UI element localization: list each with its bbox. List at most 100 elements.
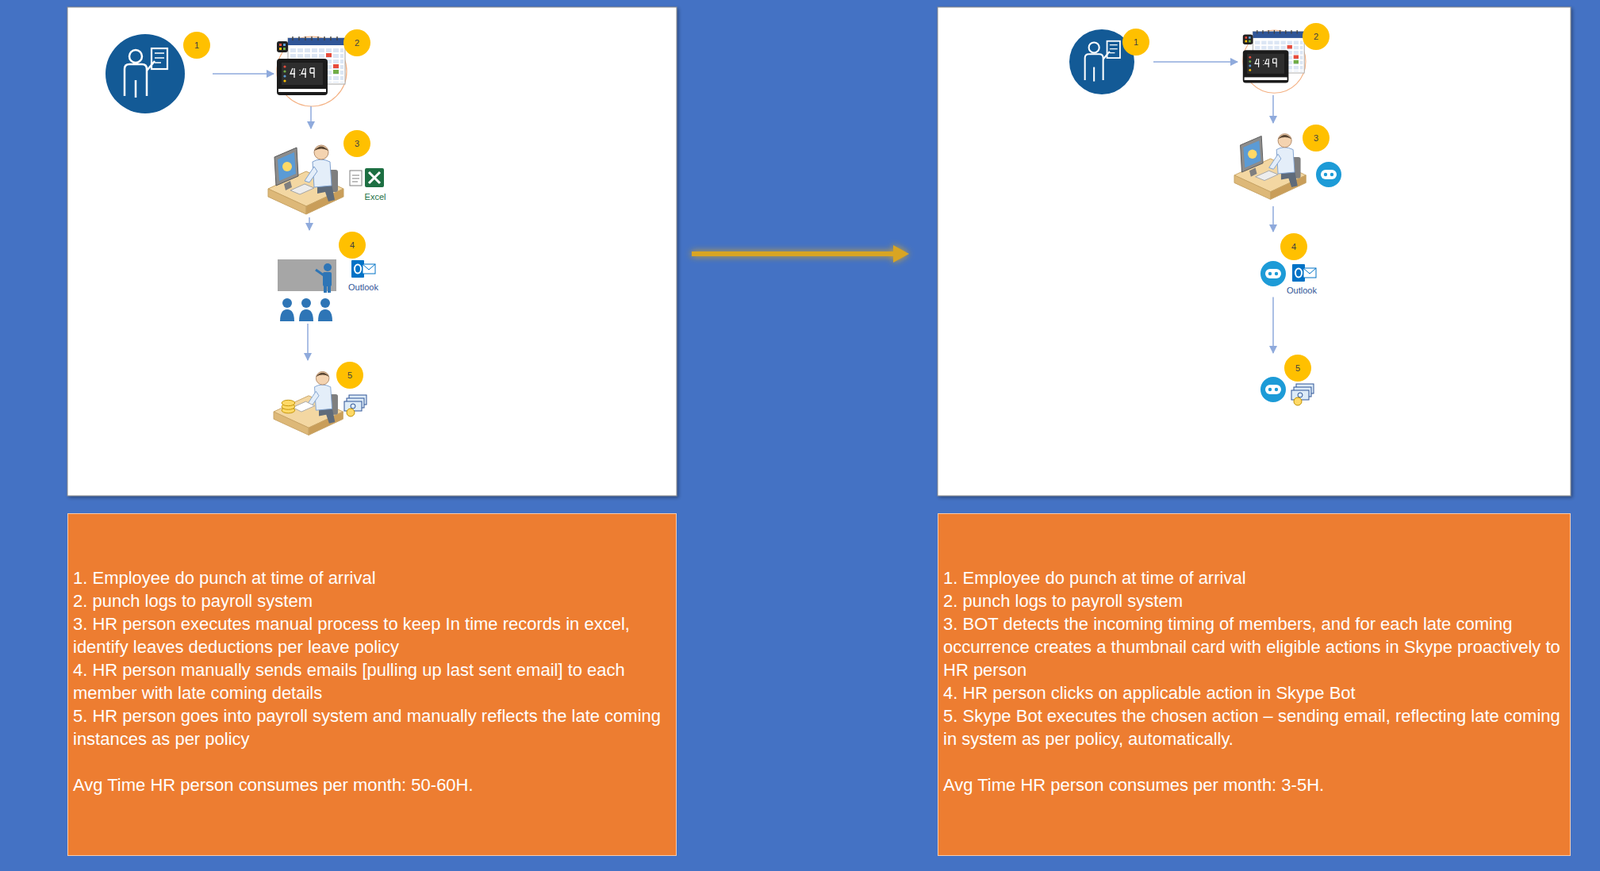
app-label: Outlook [1286, 285, 1317, 296]
flow-arrow [308, 217, 311, 231]
step-description: 3. BOT detects the incoming timing of me… [943, 612, 1564, 682]
text-holder: 1 [183, 31, 211, 59]
after-description: 1. Employee do punch at time of arrival2… [937, 513, 1571, 856]
punch-clock-step: 2 [273, 26, 374, 107]
callout-number: 5 [1284, 354, 1312, 382]
callout-number: 3 [1302, 124, 1330, 152]
meeting-icon [323, 263, 332, 272]
employee-icon [105, 34, 185, 114]
hr-computer-icon [268, 145, 344, 215]
flow-arrow [310, 106, 312, 129]
hr-computer-icon [1249, 167, 1258, 177]
meeting-icon [280, 309, 295, 322]
meeting-icon [299, 309, 314, 322]
hr-computer-icon [1247, 149, 1257, 159]
step-description: 5. Skype Bot executes the chosen action … [943, 704, 1564, 751]
text-holder: 1 [1122, 28, 1150, 56]
before-panel [67, 7, 677, 496]
text-holder: 2 [1302, 23, 1330, 50]
employee-step: 1 [1066, 26, 1154, 99]
meeting-icon [315, 269, 324, 276]
hr-computer-icon [1234, 134, 1306, 200]
step-description: 4. HR person manually sends emails [pull… [72, 658, 670, 705]
payroll-icon [273, 371, 343, 435]
step-description: 3. HR person executes manual process to … [72, 612, 670, 659]
step-description: 2. punch logs to payroll system [72, 589, 670, 613]
meeting-icon [318, 309, 333, 322]
transition-arrow [893, 245, 910, 263]
step-description: 5. HR person goes into payroll system an… [72, 704, 670, 751]
meeting-icon [282, 298, 292, 308]
step-description: 1. Employee do punch at time of arrival [943, 566, 1564, 590]
text-holder: 5 [1284, 354, 1312, 382]
hr-excel-step: 3Excel [266, 128, 389, 218]
hr-computer-icon [277, 152, 296, 181]
text-holder: Outlook [348, 282, 379, 293]
callout-number: 1 [1122, 28, 1150, 56]
before-description: 1. Employee do punch at time of arrival2… [67, 513, 677, 856]
callout-number: 2 [1302, 23, 1330, 50]
excel-icon [368, 172, 380, 184]
outlook-icon [1292, 264, 1317, 282]
money-icon [344, 395, 367, 417]
bot-email-step: 4Outlook [1258, 231, 1327, 298]
punch-clock-step: 2 [1237, 20, 1333, 96]
connectors [212, 61, 1274, 361]
hr-computer-icon [1243, 140, 1261, 168]
text-holder: 3 [343, 130, 371, 158]
payroll-step: 5 [269, 360, 381, 444]
callout-number: 5 [336, 361, 364, 389]
skype-bot-icon [1259, 260, 1287, 288]
text-holder: Outlook [1286, 285, 1317, 296]
flow-arrow [1272, 297, 1274, 354]
meeting-icon [322, 272, 332, 287]
skype-bot-icon [1259, 376, 1287, 403]
flow-arrow [1272, 95, 1274, 123]
text-holder: Excel [364, 191, 387, 203]
skype-bot-icon [1315, 161, 1343, 189]
callout-number: 3 [343, 130, 371, 158]
text-holder: 2 [343, 29, 371, 57]
app-label: Outlook [348, 282, 379, 293]
meeting-icon [327, 285, 331, 293]
transition-arrow [691, 245, 910, 263]
payroll-icon [273, 371, 343, 435]
meeting-icon [323, 285, 327, 293]
step-description: 2. punch logs to payroll system [943, 589, 1564, 613]
payroll-icon [292, 401, 315, 412]
callout-number: 4 [338, 231, 366, 259]
bot-detect-step: 3 [1229, 122, 1347, 207]
hr-computer-icon [283, 180, 292, 191]
flow-arrow [212, 72, 274, 75]
callout-number: 1 [183, 31, 211, 59]
money-icon [1291, 383, 1314, 406]
meeting-icon [320, 298, 330, 308]
hr-computer-icon [282, 161, 292, 172]
hr-computer-icon [274, 147, 299, 186]
hr-computer-icon [1255, 170, 1279, 181]
hr-computer-icon [1240, 136, 1264, 173]
meeting-icon [277, 259, 337, 322]
text-holder: 3 [1302, 124, 1330, 152]
employee-step: 1 [104, 30, 213, 115]
bot-payroll-step: 5 [1258, 352, 1322, 410]
excel-icon [364, 168, 384, 188]
text-holder: 4 [1280, 233, 1308, 261]
flow-arrow [1272, 206, 1274, 232]
email-meeting-step: 4Outlook [271, 230, 389, 324]
meeting-icon [301, 298, 311, 308]
outlook-icon [351, 260, 376, 278]
calendar-clock-icon [276, 36, 347, 107]
step-description: 4. HR person clicks on applicable action… [943, 681, 1564, 705]
step-description: 1. Employee do punch at time of arrival [72, 566, 670, 590]
hr-computer-icon [290, 184, 315, 195]
excel-icon [349, 168, 384, 188]
callout-number: 2 [343, 29, 371, 57]
transition-arrow [691, 251, 895, 257]
flow-arrow [306, 323, 309, 361]
excel-icon [352, 175, 360, 182]
time-summary: Avg Time HR person consumes per month: 5… [72, 773, 670, 797]
